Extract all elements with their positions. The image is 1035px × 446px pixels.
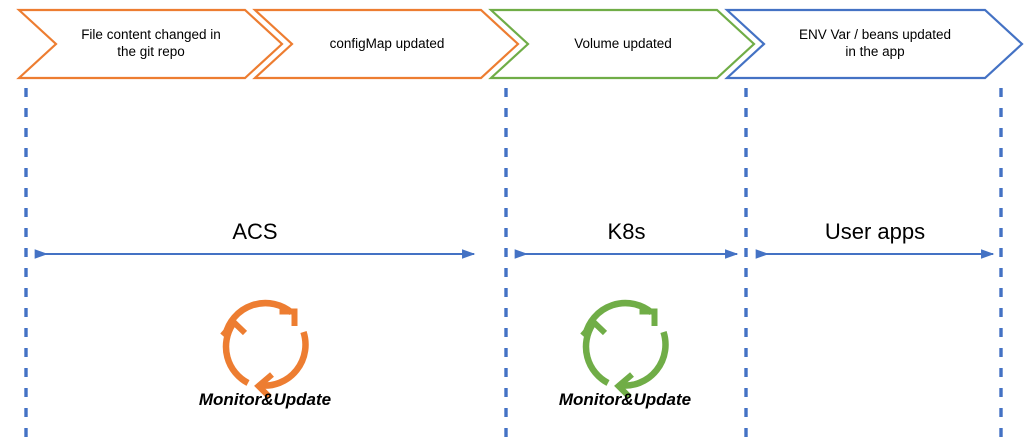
banner-label-volume: Volume updated: [528, 35, 718, 52]
banner-label-volume-line1: Volume updated: [574, 36, 672, 51]
banner-label-git-repo-line1: File content changed in: [81, 27, 221, 42]
chevron-shape-volume[interactable]: [488, 8, 756, 80]
banner-label-git-repo-line2: the git repo: [117, 44, 185, 59]
refresh-cycle-icon-acs: [220, 299, 309, 400]
zone-name-acs: ACS: [232, 219, 278, 244]
banner-label-env-var-line2: in the app: [845, 44, 905, 59]
loop-caption-k8s: Monitor&Update: [558, 390, 692, 409]
banner-label-env-var-line1: ENV Var / beans updated: [798, 27, 952, 42]
chevron-shape-git-repo[interactable]: [16, 8, 284, 80]
banner-label-configmap: configMap updated: [292, 35, 482, 52]
banner-label-env-var: ENV Var / beans updated in the app: [764, 26, 986, 60]
chevron-shape-configmap[interactable]: [252, 8, 520, 80]
banner-label-configmap-line1: configMap updated: [329, 36, 445, 51]
loop-caption-acs: Monitor&Update: [198, 390, 332, 409]
refresh-cycle-icon-k8s: [580, 299, 669, 400]
banner-label-git-repo: File content changed in the git repo: [56, 26, 246, 60]
zone-name-user-apps: User apps: [824, 219, 926, 244]
zone-name-k8s: K8s: [607, 219, 646, 244]
chevron-shape-env-var[interactable]: [724, 8, 1024, 80]
